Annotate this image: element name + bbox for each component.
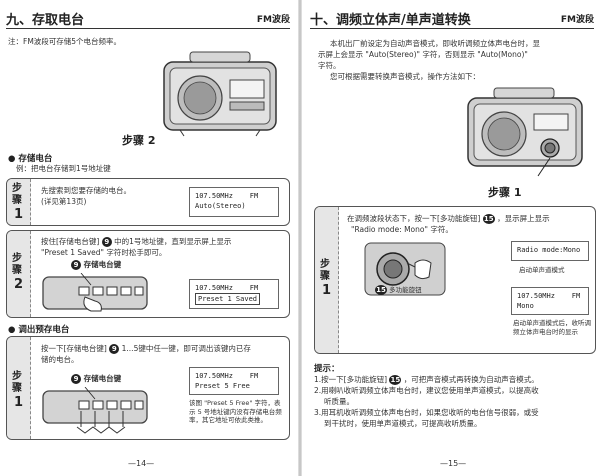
right-page-number: —15— bbox=[440, 459, 467, 468]
key-9-badge: 9 bbox=[109, 344, 120, 354]
step-word: 步 bbox=[12, 371, 22, 382]
knob-label: 15 多功能旋钮 bbox=[375, 285, 422, 296]
figure-step-label-left: 步骤 2 bbox=[122, 134, 156, 147]
mono-step-box: 步 骤 1 在调频波段状态下，按一下[多功能旋钮] 15 ，显示屏上显示 "Ra… bbox=[314, 206, 596, 354]
right-band-label: FM波段 bbox=[560, 15, 594, 25]
tip-3: 3.用耳机收听调频立体声电台时，如果您收听的电台信号很弱，或受 bbox=[314, 408, 539, 417]
store-step2-text-a: 按住[存储电台键] bbox=[41, 237, 100, 246]
step2-tab: 步 骤 2 bbox=[7, 231, 31, 317]
preset-keys-illustration bbox=[41, 272, 151, 313]
step-word: 步 bbox=[320, 259, 330, 270]
tip-1-a: 1.按一下[多功能旋钮] bbox=[314, 375, 388, 384]
knob-15-badge: 15 bbox=[389, 375, 402, 385]
tip-3-cont: 到干扰时，使用单声道模式，可提高收听质量。 bbox=[324, 419, 482, 428]
key-9-badge: 9 bbox=[101, 237, 112, 247]
step-word: 骤 bbox=[12, 195, 22, 206]
store-step2-box: 步 骤 2 按住[存储电台键] 9 中的1号地址键，直到显示屏上显示 "Pres… bbox=[6, 230, 290, 318]
figure-step-label-right: 步骤 1 bbox=[488, 186, 522, 199]
step-number: 2 bbox=[14, 277, 24, 292]
mono-step-text-c: "Radio mode: Mono" 字符。 bbox=[351, 225, 453, 234]
step-number: 1 bbox=[14, 395, 24, 410]
key-9-badge: 9 bbox=[71, 260, 81, 270]
step1-tab: 步 骤 1 bbox=[7, 179, 31, 225]
tip-1: 1.按一下[多功能旋钮] 15 ，可把声音模式再转换为自动声音模式。 bbox=[314, 374, 539, 385]
recall-caption: 该图 "Preset 5 Free" 字符，表示 5 号地址键内没有存储电台频率… bbox=[189, 399, 282, 424]
mono-result-display: 107.50MHz FM Mono bbox=[511, 287, 589, 315]
step-word: 步 bbox=[12, 183, 22, 194]
recall-text-a: 按一下[存储电台键] bbox=[41, 344, 107, 353]
left-page-title: 九、存取电台 bbox=[6, 13, 85, 28]
recall-tab: 步 骤 1 bbox=[7, 337, 31, 439]
mono-step-text-a: 在调频波段状态下，按一下[多功能旋钮] bbox=[347, 214, 481, 223]
tip-2-cont: 听质量。 bbox=[324, 397, 354, 406]
left-page-number: —14— bbox=[128, 459, 155, 468]
step-number: 1 bbox=[322, 283, 332, 298]
step-word: 骤 bbox=[12, 383, 22, 394]
store-step1-display: 107.50MHz FM Auto(Stereo) bbox=[189, 187, 279, 217]
store-key-label-text: 存储电台键 bbox=[83, 260, 122, 269]
step-word: 步 bbox=[12, 253, 22, 264]
display-mode: Auto(Stereo) bbox=[195, 202, 246, 210]
recall-keys-illustration bbox=[41, 386, 151, 435]
display-frequency: 107.50MHz FM bbox=[195, 284, 259, 292]
tip-2: 2.用喇叭收听调频立体声电台时，建议您使用单声道模式，以提高收 bbox=[314, 386, 539, 395]
display-message: Preset 5 Free bbox=[195, 382, 250, 390]
right-page: 十、调频立体声/单声道转换 FM波段 本机出厂前设定为自动声音模式，即收听调频立… bbox=[304, 0, 600, 476]
store-step2-display: 107.50MHz FM Preset 1 Saved bbox=[189, 279, 279, 309]
left-band-label: FM波段 bbox=[256, 15, 290, 25]
mono-step-text-b: ，显示屏上显示 bbox=[497, 214, 550, 223]
store-step2-text-b: 中的1号地址键，直到显示屏上显示 bbox=[114, 237, 232, 246]
radio-illustration bbox=[160, 44, 284, 140]
knob-label-text: 多功能旋钮 bbox=[389, 286, 422, 294]
store-step1-box: 步 骤 1 先搜索到您要存储的电台。 (详见第13页) 107.50MHz FM… bbox=[6, 178, 290, 226]
intro-line-c: 字符。 bbox=[318, 61, 341, 70]
radio-illustration-right bbox=[464, 80, 590, 180]
store-step2-text: 按住[存储电台键] 9 中的1号地址键，直到显示屏上显示 bbox=[41, 236, 287, 247]
store-example: 例：把电台存储到1号地址键 bbox=[16, 164, 111, 173]
recall-key-label: 9 存储电台键 bbox=[71, 373, 121, 384]
step-number: 1 bbox=[14, 207, 24, 222]
store-step1-text: 先搜索到您要存储的电台。 (详见第13页) bbox=[41, 186, 131, 206]
knob-15-badge: 15 bbox=[375, 285, 387, 295]
store-key-label: 9 存储电台键 bbox=[71, 259, 121, 270]
mono-mode-caption: 启动单声道模式 bbox=[519, 266, 565, 274]
tip-1-b: ，可把声音模式再转换为自动声音模式。 bbox=[403, 375, 539, 384]
recall-text: 按一下[存储电台键] 9 1...5键中任一键，即可调出该键内已存 bbox=[41, 343, 287, 354]
intro-line-d: 您可根据需要转换声音模式，操作方法如下： bbox=[330, 72, 480, 81]
knob-illustration bbox=[363, 241, 447, 297]
display-frequency: 107.50MHz FM bbox=[517, 292, 581, 300]
mono-result-caption: 启动单声道模式后，收听调频立体声电台时的显示 bbox=[513, 319, 591, 336]
step-word: 骤 bbox=[12, 265, 22, 276]
recall-box: 步 骤 1 按一下[存储电台键] 9 1...5键中任一键，即可调出该键内已存 … bbox=[6, 336, 290, 440]
intro-line-b: 示屏上会显示 "Auto(Stereo)" 字符，否则显示 "Auto(Mono… bbox=[318, 50, 528, 59]
recall-text-c: 储的电台。 bbox=[41, 355, 79, 364]
right-page-title: 十、调频立体声/单声道转换 bbox=[310, 13, 471, 28]
recall-text-b: 1...5键中任一键，即可调出该键内已存 bbox=[121, 344, 251, 353]
display-mono: Mono bbox=[517, 302, 534, 310]
display-frequency: 107.50MHz FM bbox=[195, 372, 259, 380]
note-text: 注：FM波段可存储5个电台频率。 bbox=[8, 37, 122, 46]
store-heading: ● 存储电台 bbox=[8, 154, 53, 164]
book-spine bbox=[298, 0, 302, 476]
recall-heading: ● 调出预存电台 bbox=[8, 325, 70, 335]
tips-title: 提示： bbox=[314, 364, 340, 374]
left-page: 九、存取电台 FM波段 注：FM波段可存储5个电台频率。 步骤 2 ● 存储电台… bbox=[0, 0, 296, 476]
intro-line-a: 本机出厂前设定为自动声音模式，即收听调频立体声电台时，显 bbox=[330, 39, 540, 48]
mono-step-text: 在调频波段状态下，按一下[多功能旋钮] 15 ，显示屏上显示 bbox=[347, 213, 593, 224]
knob-15-badge: 15 bbox=[482, 214, 495, 224]
key-9-badge: 9 bbox=[71, 374, 81, 384]
mono-mode-display: Radio mode:Mono bbox=[511, 241, 589, 261]
right-header: 十、调频立体声/单声道转换 FM波段 bbox=[310, 7, 594, 29]
left-header: 九、存取电台 FM波段 bbox=[6, 7, 290, 29]
display-message: Preset 1 Saved bbox=[195, 293, 261, 305]
display-frequency: 107.50MHz FM bbox=[195, 192, 259, 200]
step-word: 骤 bbox=[320, 271, 330, 282]
recall-key-label-text: 存储电台键 bbox=[83, 374, 122, 383]
store-step2-text-c: "Preset 1 Saved" 字符时松手即可。 bbox=[41, 248, 167, 257]
recall-display: 107.50MHz FM Preset 5 Free bbox=[189, 367, 279, 395]
mono-step-tab: 步 骤 1 bbox=[315, 207, 339, 353]
